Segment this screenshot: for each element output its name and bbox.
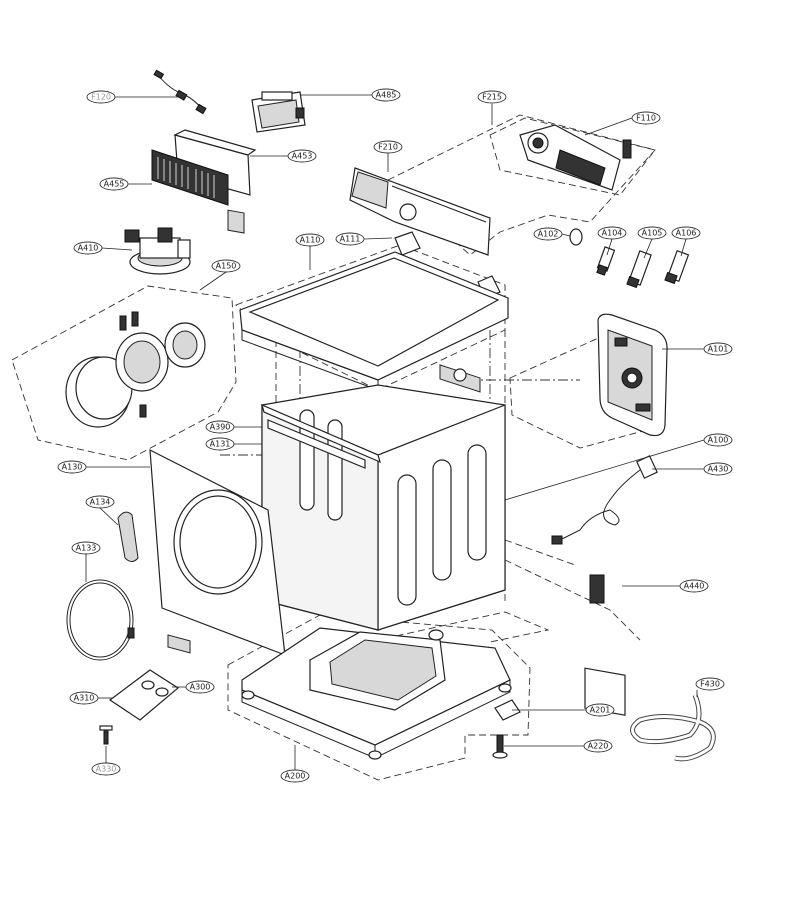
svg-text:A440: A440	[684, 582, 705, 591]
callout-a201: A201	[585, 703, 615, 717]
front-panel-a130	[149, 448, 286, 656]
hose-dash-line	[504, 559, 641, 641]
svg-text:A390: A390	[210, 423, 231, 432]
callout-a455: A455	[99, 177, 129, 191]
callout-a390: A390	[205, 420, 235, 434]
dispenser-housing-a455	[151, 149, 229, 206]
screw-a330	[99, 725, 113, 745]
callout-a410: A410	[73, 241, 103, 255]
svg-text:A100: A100	[708, 436, 729, 445]
svg-text:A104: A104	[602, 229, 623, 238]
noise-filter-a440	[584, 574, 626, 716]
callout-a105: A105	[637, 226, 667, 240]
svg-text:A101: A101	[708, 345, 729, 354]
door-latch-a134	[117, 511, 139, 562]
cabinet-a100	[261, 368, 506, 631]
svg-text:F215: F215	[482, 93, 502, 102]
svg-text:F120: F120	[91, 93, 111, 102]
water-valve-a410	[124, 227, 191, 275]
svg-text:A133: A133	[76, 544, 97, 553]
callout-a100: A100	[703, 433, 733, 447]
callout-a485: A485	[371, 88, 401, 102]
callout-a106: A106	[671, 226, 701, 240]
svg-text:A300: A300	[190, 683, 211, 692]
callout-a150: A150	[211, 259, 241, 273]
svg-text:A430: A430	[708, 465, 729, 474]
leveling-foot-a220	[492, 734, 508, 759]
callout-a133: A133	[71, 541, 101, 555]
svg-text:A105: A105	[642, 229, 663, 238]
power-cord-a430	[551, 455, 658, 545]
svg-text:A130: A130	[62, 463, 83, 472]
wire-harness-f120	[153, 69, 207, 115]
door-assembly-a150	[65, 311, 206, 428]
callout-a102: A102	[533, 227, 563, 241]
door-group-outline	[11, 285, 237, 461]
callout-a130: A130	[57, 460, 87, 474]
svg-text:A410: A410	[78, 244, 99, 253]
svg-text:A102: A102	[538, 230, 559, 239]
callout-a110: A110	[295, 233, 325, 247]
svg-text:A330: A330	[96, 765, 117, 774]
svg-text:A150: A150	[216, 262, 237, 271]
callout-a453: A453	[287, 149, 317, 163]
damper-a104	[596, 246, 616, 276]
svg-text:F210: F210	[378, 143, 398, 152]
callout-a134: A134	[85, 495, 115, 509]
top-plate-a110	[239, 251, 509, 391]
callout-f210: F210	[373, 140, 403, 154]
display-pcb-group-outline	[489, 117, 656, 196]
callout-a101: A101	[703, 342, 733, 356]
svg-text:A200: A200	[285, 772, 306, 781]
svg-text:A455: A455	[104, 180, 125, 189]
callout-f430: F430	[695, 677, 725, 691]
clip-a102	[569, 228, 583, 246]
callout-a310: A310	[69, 691, 99, 705]
callout-a111: A111	[335, 232, 365, 246]
callout-a430: A430	[703, 462, 733, 476]
svg-text:F110: F110	[636, 114, 656, 123]
svg-text:A201: A201	[590, 706, 611, 715]
callout-a200: A200	[280, 769, 310, 783]
power-dash-line	[504, 539, 576, 566]
svg-text:F430: F430	[700, 680, 720, 689]
callout-f215: F215	[477, 90, 507, 104]
damper-a106	[664, 250, 690, 285]
clamp-ring-a133	[66, 579, 135, 661]
callout-f120: F120	[86, 90, 116, 104]
svg-text:A131: A131	[210, 440, 231, 449]
svg-text:A111: A111	[340, 235, 361, 244]
svg-text:A110: A110	[300, 236, 321, 245]
rear-cover-a101	[597, 313, 668, 437]
display-board-f110	[519, 124, 632, 191]
callout-a220: A220	[583, 739, 613, 753]
svg-text:A453: A453	[292, 152, 313, 161]
damper-a105	[626, 250, 652, 289]
callout-f110: F110	[631, 111, 661, 125]
svg-text:A485: A485	[376, 91, 397, 100]
control-panel-group-outline	[387, 114, 656, 256]
svg-text:A220: A220	[588, 742, 609, 751]
svg-text:A310: A310	[74, 694, 95, 703]
pcb-holder-a485	[251, 91, 306, 133]
svg-text:A106: A106	[676, 229, 697, 238]
base-frame-a200	[241, 627, 512, 760]
callout-a104: A104	[597, 226, 627, 240]
svg-text:A134: A134	[90, 498, 111, 507]
drain-hose-f430	[630, 694, 716, 762]
callout-a440: A440	[679, 579, 709, 593]
drain-cover-a300	[108, 669, 180, 721]
bracket-a201	[494, 699, 521, 721]
callout-a131: A131	[205, 437, 235, 451]
callout-a330: A330	[91, 762, 121, 776]
callout-a300: A300	[185, 680, 215, 694]
